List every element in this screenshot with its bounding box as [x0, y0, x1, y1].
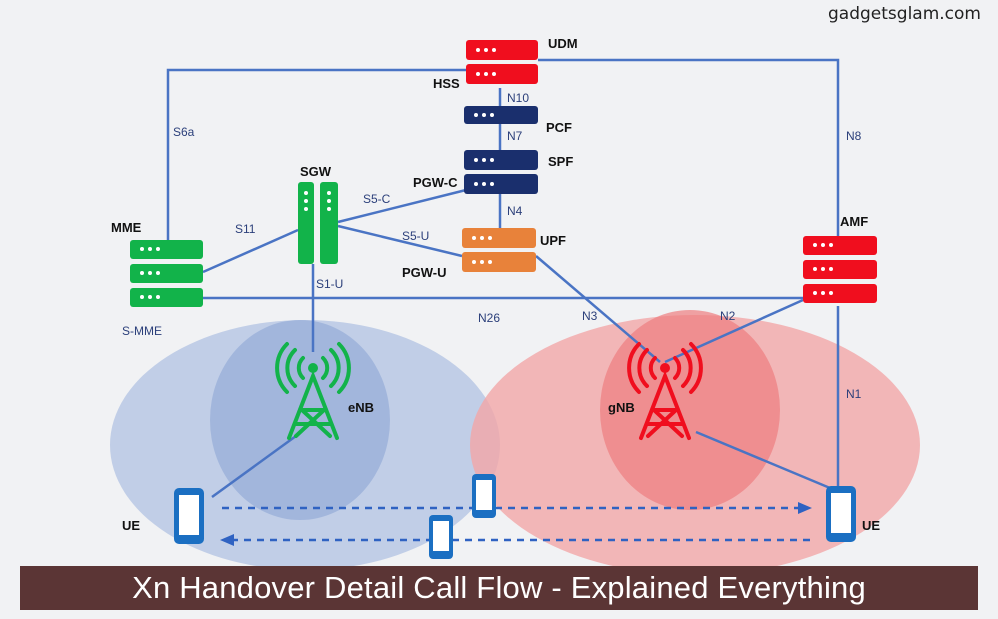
s11-line: [202, 228, 299, 274]
lte-coverage-inner: [210, 320, 390, 520]
sgw-server-icon: [298, 182, 338, 264]
pgw-u-label: PGW-U: [402, 265, 447, 280]
gnb-tower-icon: [627, 342, 703, 440]
ue-moving-phone-icon-1: [472, 474, 496, 518]
pcf-label: PCF: [546, 120, 572, 135]
arrowhead-left: [220, 534, 234, 546]
hss-label: HSS: [433, 76, 460, 91]
s6a-line: [166, 68, 466, 240]
s5c-label: S5-C: [363, 192, 391, 206]
n3-label: N3: [582, 309, 598, 323]
s5u-label: S5-U: [402, 229, 429, 243]
n2-label: N2: [720, 309, 736, 323]
ue-moving-phone-icon-2: [429, 515, 453, 559]
enb-label: eNB: [348, 400, 374, 415]
n26-label: N26: [478, 311, 500, 325]
title-banner: Xn Handover Detail Call Flow - Explained…: [20, 566, 978, 610]
pgw-c-label: PGW-C: [413, 175, 458, 190]
amf-server-icon: [803, 236, 877, 303]
n1-label: N1: [846, 387, 862, 401]
spf-label: SPF: [548, 154, 573, 169]
arrowhead-right: [798, 502, 812, 514]
n8-label: N8: [846, 129, 862, 143]
s1u-label: S1-U: [316, 277, 343, 291]
amf-label: AMF: [840, 214, 868, 229]
ue-right-phone-icon: [826, 486, 856, 542]
s-mme-label: S-MME: [122, 324, 162, 338]
nr-coverage-inner: [600, 310, 780, 510]
sgw-label: SGW: [300, 164, 332, 179]
upf-pgwu-server-icon: [462, 228, 536, 272]
enb-tower-icon: [275, 342, 351, 440]
mme-server-icon: [130, 240, 203, 307]
ue-left-phone-icon: [174, 488, 204, 544]
s5u-line: [337, 224, 463, 258]
interface-lines: [166, 58, 840, 499]
upf-label: UPF: [540, 233, 566, 248]
n2-line: [664, 298, 804, 364]
n4-label: N4: [507, 204, 523, 218]
s11-label: S11: [235, 222, 256, 236]
n8-line: [538, 58, 840, 236]
mme-label: MME: [111, 220, 142, 235]
ue-enb-radio-line: [211, 434, 297, 499]
ue-right-label: UE: [862, 518, 880, 533]
handover-arrows: [222, 506, 810, 542]
udm-hss-server-icon: [466, 40, 538, 84]
n10-label: N10: [507, 91, 529, 105]
gnb-label: gNB: [608, 400, 635, 415]
ue-gnb-radio-line: [695, 430, 831, 490]
n7-label: N7: [507, 129, 523, 143]
watermark: gadgetsglam.com: [828, 4, 981, 24]
udm-label: UDM: [548, 36, 578, 51]
spf-pgwc-server-icon: [464, 150, 538, 194]
s5c-line: [337, 188, 467, 224]
ue-left-label: UE: [122, 518, 140, 533]
s6a-label: S6a: [173, 125, 195, 139]
pcf-server-icon: [464, 106, 538, 124]
